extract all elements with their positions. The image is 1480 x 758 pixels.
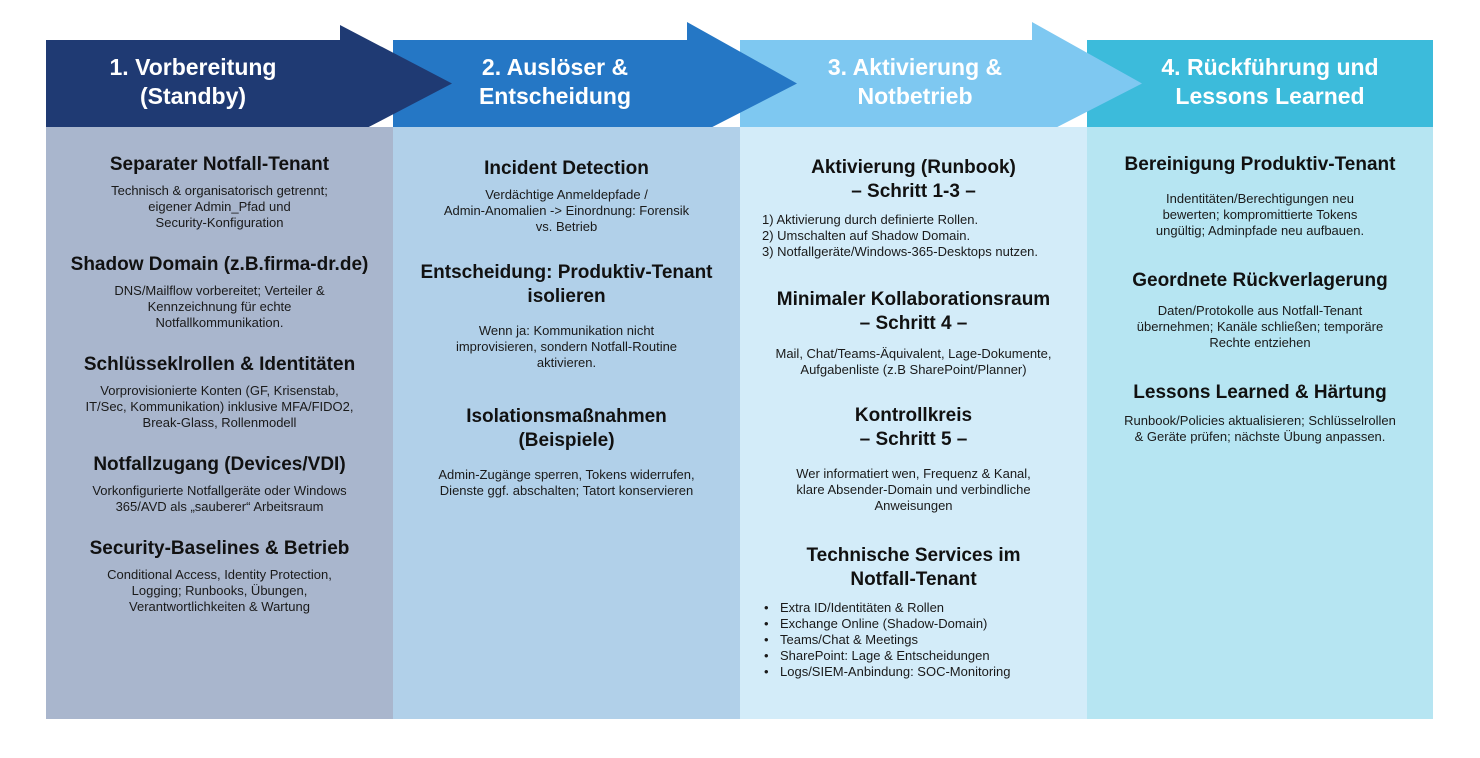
phase-arrow-4 [1087, 40, 1433, 127]
phase-title-4: 4. Rückführung und Lessons Learned [1161, 54, 1379, 109]
phase-arrow-2 [393, 22, 797, 140]
section-body: Technisch & organisatorisch getrennt; ei… [111, 183, 328, 230]
section-title: Separater Notfall-Tenant [109, 154, 330, 175]
section-entscheidung: Entscheidung: Produktiv-Tenant isolieren… [405, 261, 728, 371]
section-body: Vorkonfigurierte Notfallgeräte oder Wind… [92, 483, 347, 514]
section-title: Shadow Domain (z.B.firma-dr.de) [70, 254, 369, 275]
section-body: DNS/Mailflow vorbereitet; Verteiler & Ke… [114, 283, 325, 330]
list-item: Exchange Online (Shadow-Domain) [764, 616, 1075, 632]
section-notfallzugang: Notfallzugang (Devices/VDI) Vorkonfiguri… [58, 453, 381, 515]
section-title: Isolationsmaßnahmen (Beispiele) [466, 406, 667, 451]
section-incident-detection: Incident Detection Verdächtige Anmeldepf… [405, 157, 728, 235]
section-body: Daten/Protokolle aus Notfall-Tenant über… [1136, 303, 1384, 350]
section-security-baselines: Security-Baselines & Betrieb Conditional… [58, 537, 381, 615]
section-schluesselrollen: Schlüsseklrollen & Identitäten Vorprovis… [58, 353, 381, 431]
section-lessons-learned: Lessons Learned & Härtung Runbook/Polici… [1099, 381, 1421, 445]
list-item: Logs/SIEM-Anbindung: SOC-Monitoring [764, 664, 1075, 680]
list-item: 1) Aktivierung durch definierte Rollen. [762, 212, 979, 227]
section-title: Minimaler Kollaborationsraum – Schritt 4… [776, 289, 1051, 334]
section-title: Notfallzugang (Devices/VDI) [93, 454, 346, 475]
section-title: Incident Detection [484, 158, 649, 179]
section-body: Admin-Zugänge sperren, Tokens widerrufen… [438, 467, 695, 498]
section-isolationsmassnahmen: Isolationsmaßnahmen (Beispiele) Admin-Zu… [405, 405, 728, 499]
phase-arrow-3 [740, 22, 1142, 140]
list-item: 3) Notfallgeräte/Windows-365-Desktops nu… [762, 244, 1039, 259]
section-title: Technische Services im Notfall-Tenant [806, 545, 1021, 590]
phase-title-3: 3. Aktivierung & Notbetrieb [827, 54, 1003, 109]
section-body: Wer informatiert wen, Frequenz & Kanal, … [796, 466, 1031, 513]
list-item: SharePoint: Lage & Entscheidungen [764, 648, 1075, 664]
services-list: Extra ID/Identitäten & Rollen Exchange O… [752, 600, 1075, 680]
phase-column-1: Separater Notfall-Tenant Technisch & org… [46, 127, 393, 719]
section-kontrollkreis: Kontrollkreis – Schritt 5 – Wer informat… [752, 404, 1075, 514]
section-body: Verdächtige Anmeldepfade / Admin-Anomali… [443, 187, 690, 234]
section-body: Mail, Chat/Teams-Äquivalent, Lage-Dokume… [775, 346, 1052, 377]
phase-column-3: Aktivierung (Runbook) – Schritt 1-3 – 1)… [740, 127, 1087, 719]
section-separater-notfall-tenant: Separater Notfall-Tenant Technisch & org… [58, 153, 381, 231]
phase-arrows [46, 22, 1433, 140]
section-rueckverlagerung: Geordnete Rückverlagerung Daten/Protokol… [1099, 269, 1421, 351]
section-title: Aktivierung (Runbook) – Schritt 1-3 – [811, 157, 1016, 202]
section-body: Vorprovisionierte Konten (GF, Krisenstab… [85, 383, 354, 430]
phase-arrow-1 [46, 25, 452, 140]
list-item: Extra ID/Identitäten & Rollen [764, 600, 1075, 616]
section-body: Conditional Access, Identity Protection,… [107, 567, 332, 614]
phase-title-2: 2. Auslöser & Entscheidung [478, 54, 632, 109]
section-title: Entscheidung: Produktiv-Tenant isolieren [420, 262, 713, 307]
section-body: Wenn ja: Kommunikation nicht improvisier… [455, 323, 678, 370]
section-body: Indentitäten/Berechtigungen neu bewerten… [1155, 191, 1365, 238]
section-title: Lessons Learned & Härtung [1133, 382, 1387, 403]
section-title: Kontrollkreis – Schritt 5 – [854, 405, 973, 450]
section-title: Schlüsseklrollen & Identitäten [83, 354, 356, 375]
section-title: Security-Baselines & Betrieb [89, 538, 350, 559]
runbook-steps-list: 1) Aktivierung durch definierte Rollen. … [752, 212, 1075, 260]
section-bereinigung: Bereinigung Produktiv-Tenant Indentitäte… [1099, 153, 1421, 239]
list-item: 2) Umschalten auf Shadow Domain. [762, 228, 971, 243]
phase-column-4: Bereinigung Produktiv-Tenant Indentitäte… [1087, 127, 1433, 719]
section-technische-services: Technische Services im Notfall-Tenant Ex… [752, 544, 1075, 680]
list-item: Teams/Chat & Meetings [764, 632, 1075, 648]
phase-column-2: Incident Detection Verdächtige Anmeldepf… [393, 127, 740, 719]
section-title: Bereinigung Produktiv-Tenant [1124, 154, 1396, 175]
phase-title-1: 1. Vorbereitung (Standby) [109, 54, 277, 109]
section-kollaborationsraum: Minimaler Kollaborationsraum – Schritt 4… [752, 288, 1075, 378]
section-shadow-domain: Shadow Domain (z.B.firma-dr.de) DNS/Mail… [58, 253, 381, 331]
section-body: Runbook/Policies aktualisieren; Schlüsse… [1124, 413, 1396, 444]
section-title: Geordnete Rückverlagerung [1132, 270, 1388, 291]
section-aktivierung-runbook: Aktivierung (Runbook) – Schritt 1-3 – 1)… [752, 156, 1075, 260]
